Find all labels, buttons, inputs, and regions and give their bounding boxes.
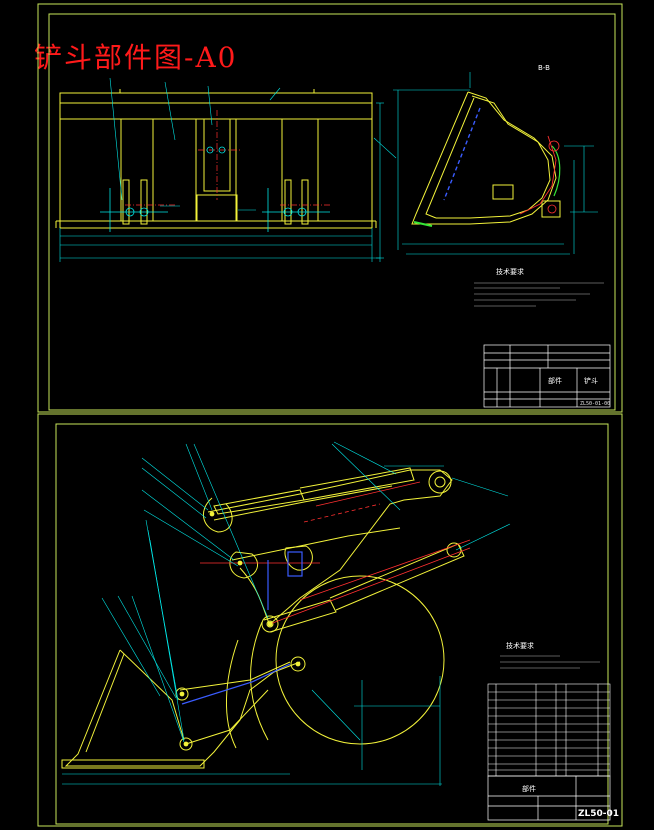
leader-lines xyxy=(62,441,511,786)
bucket-front-view xyxy=(55,89,377,229)
lower-parts-list xyxy=(487,683,611,777)
sheet-frames xyxy=(37,3,623,827)
lower-title-block xyxy=(487,775,611,821)
upper-title-block xyxy=(483,344,611,408)
front-view-pins xyxy=(100,146,330,232)
bucket-side-profile xyxy=(411,91,561,225)
drawing-title: 铲斗部件图-A0 xyxy=(34,41,238,74)
cylinders xyxy=(213,467,465,633)
side-profile-accent xyxy=(413,107,561,227)
upper-part-label: 部件 xyxy=(548,376,562,385)
lower-part-label: 部件 xyxy=(522,784,536,793)
lower-drawing-no: ZL50-01 xyxy=(578,809,619,819)
upper-tech-heading: 技术要求 xyxy=(496,267,524,276)
lower-hidden-lines xyxy=(181,551,303,705)
upper-part-name: 铲斗 xyxy=(584,376,598,385)
bucket-side-lower xyxy=(61,649,306,769)
upper-tech-notes: 技术要求 xyxy=(474,267,604,307)
lower-tech-heading: 技术要求 xyxy=(506,641,534,650)
bell-crank-circle xyxy=(225,575,445,749)
front-view-centerlines xyxy=(125,110,330,206)
side-profile-dimensions xyxy=(373,72,598,255)
lower-red-centerlines xyxy=(200,481,471,625)
lower-tech-notes: 技术要求 xyxy=(500,641,600,669)
pivot-markers xyxy=(179,511,301,747)
upper-drawing-no: ZL50-01-00 xyxy=(580,401,610,407)
boom-arm xyxy=(203,469,453,627)
side-view-note: B-B xyxy=(538,64,550,72)
front-view-dimensions xyxy=(59,77,384,262)
